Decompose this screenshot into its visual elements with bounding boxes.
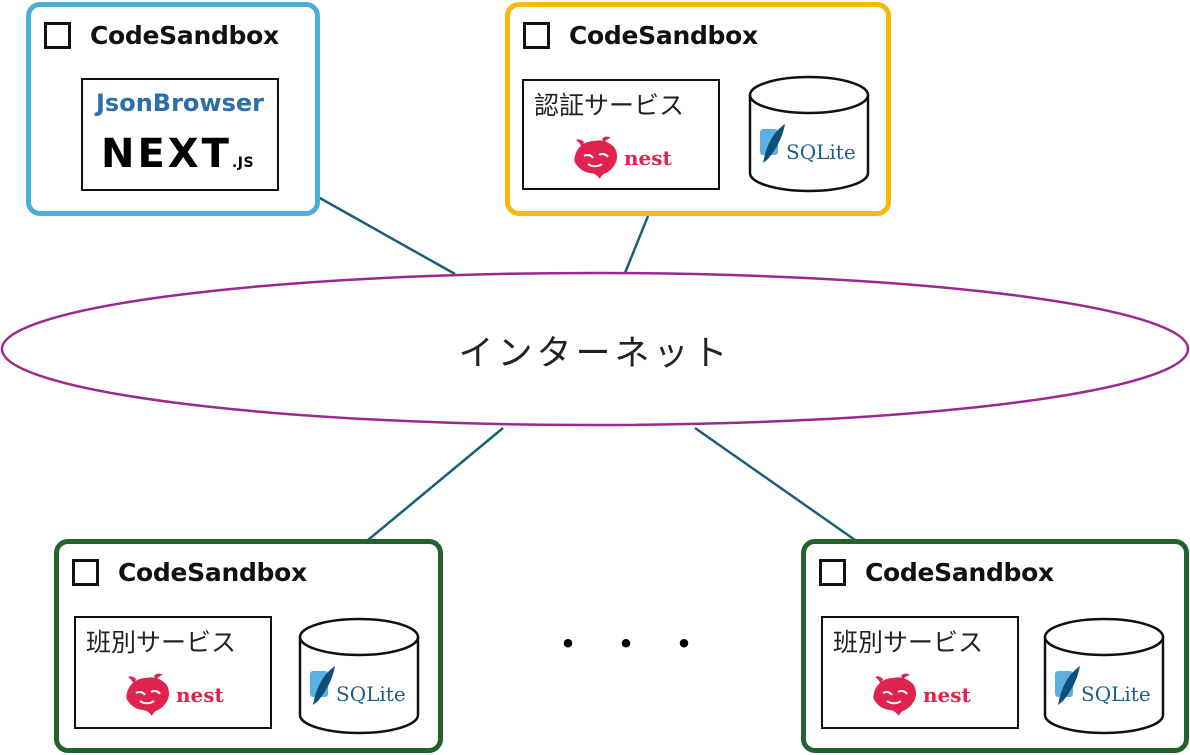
app-title: JsonBrowser bbox=[96, 89, 264, 117]
sqlite-logo: SQLite bbox=[758, 123, 856, 165]
group-header: CodeSandbox bbox=[72, 554, 307, 590]
codesandbox-class-service-group-1: CodeSandbox 班別サービス nest SQLite bbox=[54, 539, 443, 753]
nestjs-cat-icon bbox=[126, 673, 170, 716]
database-cylinder: SQLite bbox=[748, 75, 870, 193]
database-cylinder: SQLite bbox=[298, 617, 420, 735]
codesandbox-class-service-group-2: CodeSandbox 班別サービス nest SQLite bbox=[801, 539, 1189, 753]
sqlite-feather-icon bbox=[1055, 666, 1080, 705]
nestjs-cat-icon bbox=[873, 673, 917, 716]
nestjs-logo: nest bbox=[124, 672, 224, 718]
group-header: CodeSandbox bbox=[44, 17, 279, 53]
codesandbox-auth-group: CodeSandbox 認証サービス nest SQLite bbox=[505, 2, 891, 216]
sqlite-logo: SQLite bbox=[1053, 665, 1151, 707]
internet-cloud bbox=[0, 271, 1190, 427]
codesandbox-frontend-group: CodeSandbox JsonBrowser NEXT.JS bbox=[26, 2, 320, 216]
nest-wordmark: nest bbox=[624, 146, 672, 170]
group-header: CodeSandbox bbox=[819, 554, 1054, 590]
group-title: CodeSandbox bbox=[569, 20, 758, 50]
checkbox-icon bbox=[44, 21, 71, 49]
nextjs-logo-main: NEXT bbox=[101, 131, 232, 177]
jsonbrowser-app-box: JsonBrowser NEXT.JS bbox=[81, 78, 279, 191]
nestjs-cat-icon bbox=[574, 136, 618, 179]
more-services-ellipsis: ・・・ bbox=[548, 622, 722, 668]
group-header: CodeSandbox bbox=[523, 17, 758, 53]
link-internet-class1 bbox=[367, 427, 504, 541]
nestjs-logo: nest bbox=[572, 135, 672, 181]
link-frontend-internet bbox=[317, 195, 456, 276]
nest-wordmark: nest bbox=[176, 683, 224, 707]
database-cylinder-icon bbox=[298, 617, 420, 735]
link-auth-internet bbox=[623, 215, 650, 274]
service-label: 認証サービス bbox=[534, 91, 685, 120]
link-internet-class2 bbox=[694, 426, 856, 542]
nestjs-logo: nest bbox=[871, 672, 971, 718]
nextjs-logo-suffix: .JS bbox=[231, 155, 255, 171]
sqlite-feather-icon bbox=[310, 666, 335, 705]
checkbox-icon bbox=[72, 558, 99, 586]
nest-wordmark: nest bbox=[923, 683, 971, 707]
sqlite-wordmark: SQLite bbox=[1081, 682, 1151, 706]
nextjs-logo: NEXT.JS bbox=[101, 132, 254, 185]
checkbox-icon bbox=[819, 558, 846, 586]
group-title: CodeSandbox bbox=[118, 557, 307, 587]
database-cylinder: SQLite bbox=[1043, 617, 1165, 735]
database-cylinder-icon bbox=[1043, 617, 1165, 735]
service-label: 班別サービス bbox=[86, 628, 237, 657]
class-service-box: 班別サービス nest bbox=[821, 616, 1019, 729]
sqlite-logo: SQLite bbox=[308, 665, 406, 707]
database-cylinder-icon bbox=[748, 75, 870, 193]
checkbox-icon bbox=[523, 21, 550, 49]
internet-label: インターネット bbox=[458, 334, 732, 374]
group-title: CodeSandbox bbox=[865, 557, 1054, 587]
service-label: 班別サービス bbox=[833, 628, 984, 657]
class-service-box: 班別サービス nest bbox=[74, 616, 272, 729]
sqlite-wordmark: SQLite bbox=[336, 682, 406, 706]
sqlite-feather-icon bbox=[760, 124, 785, 163]
group-title: CodeSandbox bbox=[90, 20, 279, 50]
sqlite-wordmark: SQLite bbox=[786, 140, 856, 164]
auth-service-box: 認証サービス nest bbox=[522, 79, 720, 190]
